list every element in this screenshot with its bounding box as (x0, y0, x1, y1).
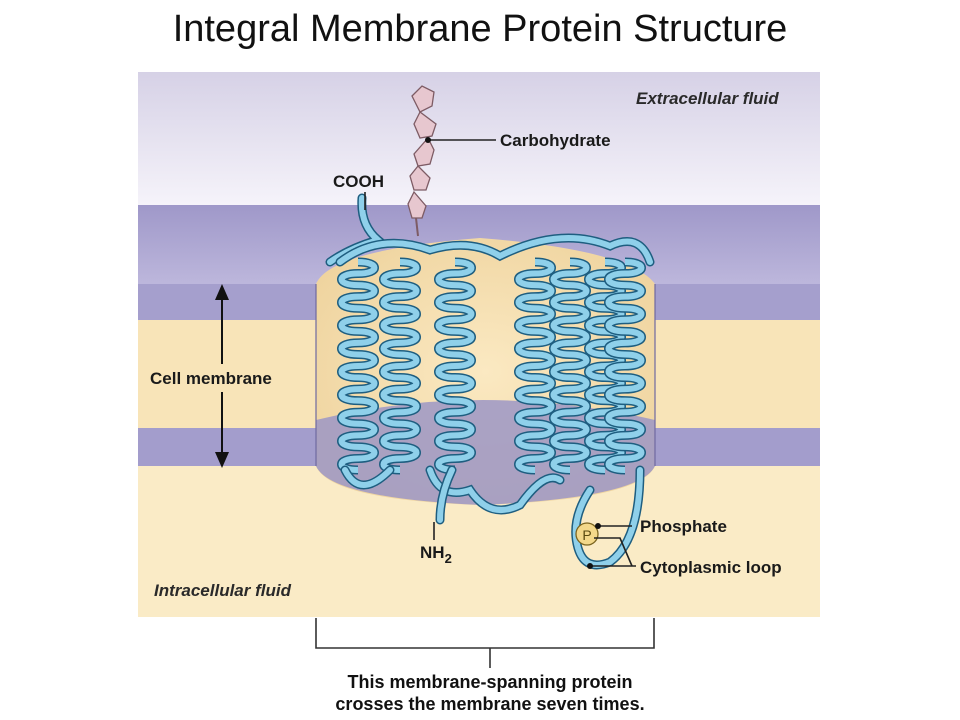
phosphate-label: Phosphate (640, 517, 727, 536)
cooh-label: COOH (333, 172, 384, 191)
phosphate-symbol: P (582, 527, 591, 543)
helix-3 (435, 259, 475, 473)
helix-1 (338, 259, 378, 473)
nh2-label: NH2 (420, 543, 452, 566)
cytoplasmic-loop-label: Cytoplasmic loop (640, 558, 782, 577)
helix-6 (585, 259, 625, 473)
membrane-section-right (655, 284, 820, 466)
caption-line-1: This membrane-spanning protein (347, 672, 632, 692)
extracellular-label: Extracellular fluid (636, 89, 779, 108)
carbohydrate-chain (407, 85, 437, 237)
caption-line-2: crosses the membrane seven times. (335, 694, 644, 714)
cell-membrane-label: Cell membrane (150, 369, 272, 388)
helix-2 (380, 259, 420, 473)
page-title: Integral Membrane Protein Structure (172, 8, 788, 50)
caption-bracket (315, 618, 655, 668)
leader-lines (364, 137, 636, 569)
intracellular-label: Intracellular fluid (154, 581, 292, 600)
protein-helices (337, 257, 646, 475)
helix-7 (605, 259, 645, 473)
phosphate-group: P (575, 522, 599, 546)
extracellular-region (138, 72, 820, 212)
helix-4 (515, 259, 555, 473)
helix-5 (550, 259, 590, 473)
carbohydrate-label: Carbohydrate (500, 131, 611, 150)
protein-loops (325, 193, 655, 570)
